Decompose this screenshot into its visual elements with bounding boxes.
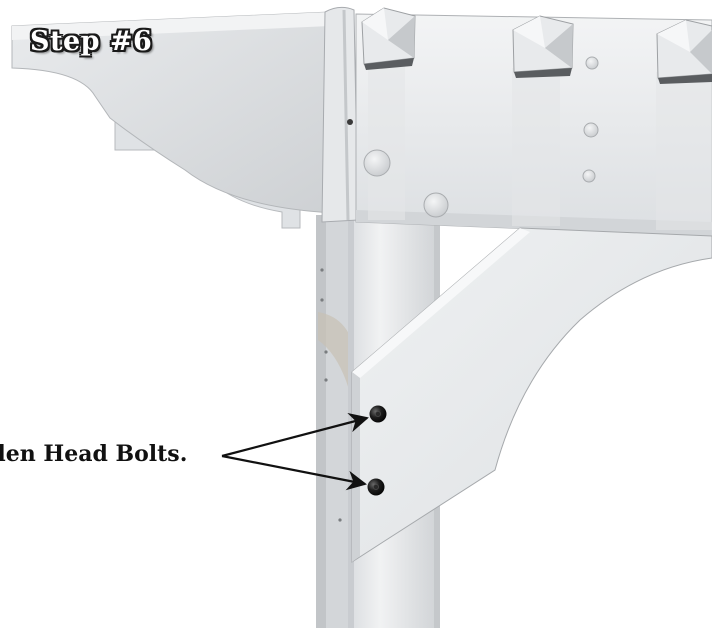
rafter-cap-1 [361, 7, 416, 70]
rafter-cap-3 [656, 19, 712, 84]
step-label: Step #6 [30, 26, 153, 57]
beam-end-cap [321, 6, 359, 223]
top-beam [355, 13, 712, 237]
left-beam-end [11, 11, 347, 229]
callout-arrows [221, 412, 369, 491]
arrow-right-icon [221, 412, 369, 458]
rafter-cap-2 [512, 15, 574, 78]
plug [583, 122, 599, 138]
plug [423, 192, 449, 218]
bolt-callout-label: Allen Head Bolts. [0, 441, 188, 467]
plug [582, 169, 596, 183]
screw-plugs [363, 56, 599, 218]
plug [363, 149, 391, 177]
plug [585, 56, 599, 70]
arrow-right-icon [221, 454, 367, 491]
allen-head-bolts [367, 405, 387, 496]
